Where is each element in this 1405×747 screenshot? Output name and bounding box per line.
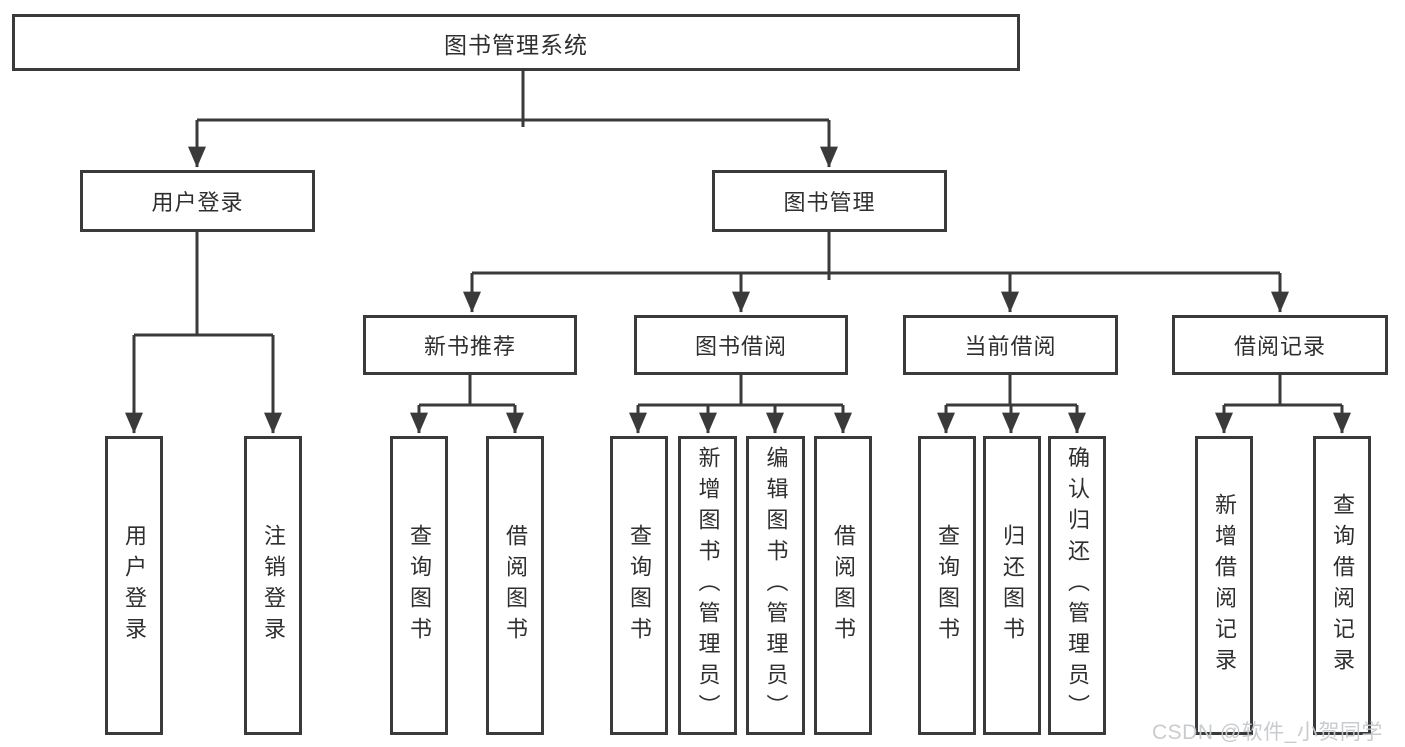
leaf-edit-books-admin: 编辑图书（管理员） [746,436,805,735]
node-label: 注销登录 [261,523,286,648]
leaf-user-login: 用户登录 [105,436,163,735]
node-label: 借阅图书 [503,523,528,648]
node-new-book-recommend: 新书推荐 [363,315,577,375]
leaf-borrow-books-recommend: 借阅图书 [486,436,544,735]
leaf-query-books-recommend: 查询图书 [390,436,448,735]
node-label: 用户登录 [151,190,244,215]
connector-new-book-recommend-children [410,375,524,434]
node-label: 图书管理 [783,190,876,215]
node-label: 借阅记录 [1233,334,1326,359]
node-label: 确认归还（管理员） [1065,446,1090,725]
leaf-add-books-admin: 新增图书（管理员） [678,436,737,735]
node-label: 查询图书 [627,523,652,648]
node-label: 用户登录 [122,523,147,648]
node-label: 查询借阅记录 [1330,492,1355,679]
node-label: 查询图书 [407,523,432,648]
leaf-add-borrow-record: 新增借阅记录 [1195,436,1253,735]
node-label: 图书管理系统 [444,31,588,58]
csdn-watermark: CSDN @软件_小贺同学 [1152,721,1383,744]
leaf-logout: 注销登录 [244,436,302,735]
connector-root-to-level2 [188,70,838,168]
node-label: 借阅图书 [831,523,856,648]
connector-borrow-records-children [1215,375,1351,434]
node-label: 归还图书 [1000,523,1025,648]
connector-current-borrow-children [937,375,1086,434]
leaf-query-books-current: 查询图书 [918,436,976,735]
connector-user-login-children [125,232,282,434]
node-borrow-records: 借阅记录 [1172,315,1388,375]
node-current-borrow: 当前借阅 [903,315,1118,375]
leaf-query-books-borrow: 查询图书 [610,436,668,735]
node-label: 编辑图书（管理员） [763,446,789,725]
node-label: 图书借阅 [694,334,787,359]
node-label: 当前借阅 [964,334,1057,359]
leaf-confirm-return-admin: 确认归还（管理员） [1048,436,1106,735]
leaf-query-borrow-record: 查询借阅记录 [1313,436,1371,735]
node-book-borrow: 图书借阅 [634,315,848,375]
node-label: 新增图书（管理员） [695,446,721,725]
node-label: 新书推荐 [423,334,516,359]
leaf-return-books: 归还图书 [983,436,1041,735]
node-library-management-system: 图书管理系统 [12,14,1020,71]
connector-book-borrow-children [629,375,852,434]
node-user-login: 用户登录 [80,170,315,232]
node-label: 新增借阅记录 [1212,492,1237,679]
leaf-borrow-books: 借阅图书 [814,436,872,735]
node-label: 查询图书 [935,523,960,648]
node-book-management: 图书管理 [712,170,947,232]
connector-book-management-children [463,232,1289,313]
